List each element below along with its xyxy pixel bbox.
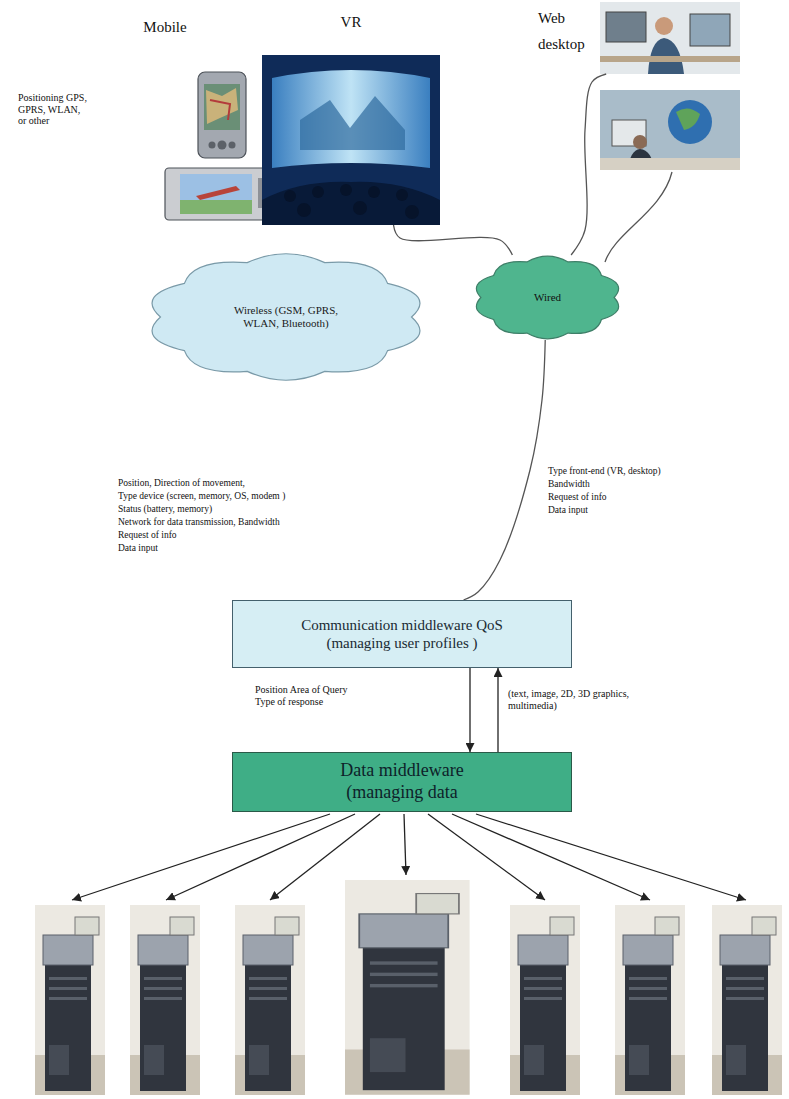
wired-link — [571, 74, 606, 255]
annotation-text: Positioning GPS, GPRS, WLAN, or other — [18, 92, 90, 127]
data-middleware-box: Data middleware (managing data — [232, 752, 572, 812]
annotation-text: Type front-end (VR, desktop) — [548, 466, 661, 477]
node-heading: Mobile — [110, 18, 220, 36]
node-heading: VR — [262, 13, 440, 31]
node-text: Wireless (GSM, GPRS, WLAN, Bluetooth) — [231, 304, 341, 330]
request-arrow — [469, 668, 470, 752]
annotation-text: Data input — [118, 543, 158, 554]
node-heading-holder: Web desktop — [538, 6, 596, 57]
annotation-text: Position, Direction of movement, — [118, 478, 245, 489]
server-photo — [35, 880, 782, 1095]
node-heading-holder: Mobile — [110, 18, 220, 36]
node-text-holder: Wired — [470, 255, 625, 340]
desktop-photo — [600, 90, 740, 170]
web-desktop-node: Web desktop — [600, 2, 740, 74]
wired-cloud: Wired — [470, 255, 625, 340]
handheld-device — [165, 168, 273, 220]
response-arrow — [497, 668, 498, 752]
edge-label: (text, image, 2D, 3D graphics, multimedi… — [508, 688, 643, 711]
node-text: Wired — [534, 291, 561, 304]
edge-label: Position Area of Query Type of response — [255, 684, 355, 707]
wireless-cloud: Wireless (GSM, GPRS, WLAN, Bluetooth) — [140, 252, 432, 382]
wired-link — [605, 172, 672, 262]
node-heading: Web desktop — [538, 6, 596, 57]
node-heading-holder: VR — [262, 13, 440, 31]
mobile-device-group: Mobile — [160, 66, 278, 224]
annotation-text: Request of info — [118, 530, 177, 541]
pda-device — [198, 72, 246, 158]
node-text: Data middleware (managing data — [315, 760, 490, 803]
wired-link — [464, 340, 546, 600]
cloud-shape — [152, 254, 420, 380]
annotation-text: Network for data transmission, Bandwidth — [118, 517, 280, 528]
node-text-holder: Wireless (GSM, GPRS, WLAN, Bluetooth) — [140, 252, 432, 382]
desktop-photo — [600, 2, 740, 74]
cloud-shape — [476, 256, 618, 339]
communication-middleware-box: Communication middleware QoS (managing u… — [232, 600, 572, 668]
annotation-text: Type device (screen, memory, OS, modem ) — [118, 491, 285, 502]
annotation-text: Bandwidth — [548, 479, 590, 490]
node-text: Communication middleware QoS (managing u… — [287, 616, 517, 652]
annotation-text: Data input — [548, 505, 588, 516]
annotation-text: Request of info — [548, 492, 607, 503]
node-text-holder: Communication middleware QoS (managing u… — [233, 601, 571, 667]
annotation-text: Status (battery, memory) — [118, 504, 212, 515]
node-text-holder: Data middleware (managing data — [233, 753, 571, 811]
vr-theatre-photo — [262, 55, 440, 225]
vr-theatre-node: VR — [262, 55, 440, 225]
wired-link — [394, 225, 513, 255]
